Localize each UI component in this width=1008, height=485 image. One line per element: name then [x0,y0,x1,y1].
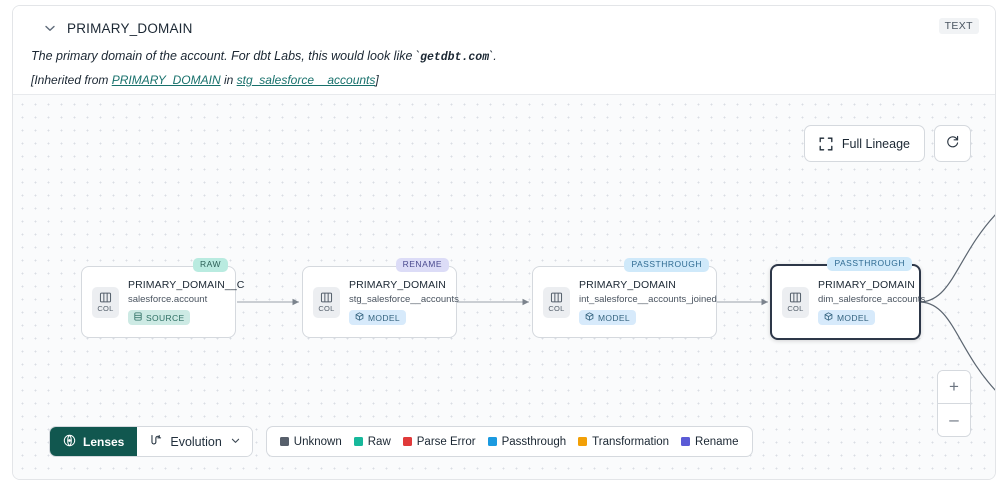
inherited-suffix: ] [375,72,379,87]
node-type-tag-label: SOURCE [146,312,185,323]
legend-label: Parse Error [416,435,476,448]
legend-item: Unknown [279,435,342,448]
chevron-down-icon[interactable] [43,21,57,35]
page-title: PRIMARY_DOMAIN [67,20,193,36]
node-subtitle: dim_salesforce_accounts [818,294,926,305]
lineage-legend: Unknown Raw Parse Error Passthrough [265,426,753,457]
legend-item: Parse Error [402,435,476,448]
node-subtitle: stg_salesforce__accounts [349,294,459,305]
node-title: PRIMARY_DOMAIN [349,279,446,291]
description-suffix: `. [489,49,497,63]
description-code: getdbt.com [420,51,490,64]
cube-icon [355,312,364,323]
node-type-tag-label: MODEL [368,312,400,323]
header-title-row: PRIMARY_DOMAIN [29,18,979,38]
bottom-toolbar: Lenses Evolution U [49,426,753,457]
columns-icon: COL [313,286,340,318]
zoom-in-button[interactable]: + [938,371,970,403]
legend-swatch-unknown [279,437,289,446]
node-subtitle: int_salesforce__accounts_joined [579,294,717,305]
columns-icon: COL [782,286,809,318]
columns-icon: COL [92,286,119,318]
col-chip-label: COL [787,303,804,313]
full-lineage-button[interactable]: Full Lineage [803,125,925,162]
evolution-dropdown[interactable]: Evolution [137,427,252,456]
node-title: PRIMARY_DOMAIN [579,279,676,291]
node-body: PRIMARY_DOMAIN dim_salesforce_accounts M… [809,279,931,325]
node-kind-pill: PASSTHROUGH [624,258,709,273]
inherited-mid: in [220,72,237,87]
node-type-tag: SOURCE [128,310,191,325]
full-lineage-label: Full Lineage [841,136,910,151]
evolution-icon [149,434,162,450]
node-type-tag-label: MODEL [598,312,630,323]
panel-header: PRIMARY_DOMAIN TEXT The primary domain o… [13,6,995,97]
col-chip-label: COL [318,303,335,313]
node-type-tag: MODEL [579,310,636,325]
zoom-out-button[interactable]: – [938,404,970,436]
chevron-down-icon [230,435,241,449]
lenses-segmented-control: Lenses Evolution [49,426,253,457]
node-kind-pill: PASSTHROUGH [827,257,912,272]
lineage-panel: PRIMARY_DOMAIN TEXT The primary domain o… [12,5,996,480]
legend-item: Transformation [578,436,669,448]
inherited-model-link[interactable]: stg_salesforce__accounts [236,72,376,87]
node-kind-pill: RENAME [395,258,449,273]
inherited-column-link[interactable]: PRIMARY_DOMAIN [111,72,221,87]
evolution-label: Evolution [170,434,222,449]
legend-swatch-parse-error [402,437,412,446]
lineage-graph: RAW COL PRIMARY_DOMAIN__C salesforce.acc… [13,95,995,479]
node-title: PRIMARY_DOMAIN [818,279,915,291]
node-subtitle: salesforce.account [128,294,208,305]
inherited-prefix: [Inherited from [31,72,112,87]
legend-swatch-passthrough [487,437,497,446]
legend-item: Passthrough [487,435,567,448]
lenses-button[interactable]: Lenses [50,427,138,456]
cube-icon [585,312,594,323]
type-badge: TEXT [938,18,979,34]
lineage-node-selected[interactable]: PASSTHROUGH COL PRIMARY_DOMAIN dim_sales… [770,257,925,340]
legend-label: Rename [695,435,739,448]
legend-label: Transformation [592,435,670,448]
col-chip-label: COL [548,303,565,313]
legend-label: Raw [367,435,391,448]
node-body: PRIMARY_DOMAIN int_salesforce__accounts_… [570,279,723,325]
expand-icon [819,137,833,151]
node-title: PRIMARY_DOMAIN__C [128,279,245,291]
columns-icon: COL [543,286,570,318]
zoom-controls: + – [937,370,971,437]
node-type-tag: MODEL [818,310,875,325]
refresh-icon [945,134,960,154]
description-prefix: The primary domain of the account. For d… [31,49,421,63]
legend-item: Rename [681,435,739,448]
legend-item: Raw [353,435,391,448]
database-icon [134,312,142,323]
canvas-controls: Full Lineage [803,125,971,162]
cube-icon [824,312,833,323]
legend-swatch-transformation [578,437,588,446]
legend-label: Unknown [293,435,342,448]
lineage-node[interactable]: PASSTHROUGH COL PRIMARY_DOMAIN int_sales… [532,258,717,338]
legend-label: Passthrough [501,435,567,448]
lineage-node[interactable]: RAW COL PRIMARY_DOMAIN__C salesforce.acc… [81,258,244,338]
col-chip-label: COL [97,303,114,313]
legend-swatch-raw [353,437,363,446]
zoom-divider [938,403,970,404]
node-type-tag-label: MODEL [837,312,869,323]
column-description: The primary domain of the account. For d… [31,48,979,66]
lineage-canvas[interactable]: Full Lineage [13,94,995,479]
refresh-button[interactable] [934,125,971,162]
node-body: PRIMARY_DOMAIN__C salesforce.account SOU… [119,279,250,325]
node-kind-pill: RAW [192,258,228,273]
legend-swatch-rename [681,437,691,446]
lineage-node[interactable]: RENAME COL PRIMARY_DOMAIN stg_salesforce… [302,258,459,338]
node-body: PRIMARY_DOMAIN stg_salesforce__accounts … [340,279,465,325]
lens-icon [63,434,76,450]
inherited-from-note: [Inherited from PRIMARY_DOMAIN in stg_sa… [31,73,979,87]
node-type-tag: MODEL [349,310,406,325]
lenses-label: Lenses [83,434,125,449]
